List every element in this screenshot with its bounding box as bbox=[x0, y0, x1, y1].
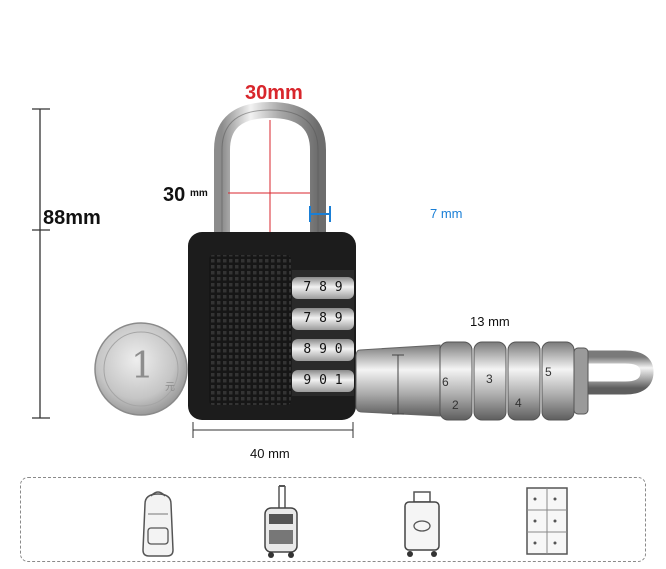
luggage-icon bbox=[397, 484, 447, 560]
total-height-label: 88mm bbox=[43, 207, 101, 229]
coin-value-glyph: 1 bbox=[131, 346, 154, 387]
dial-row[interactable]: 7 8 9 bbox=[292, 277, 354, 299]
body-thickness-label: 13 mm bbox=[470, 314, 510, 329]
dial-digits: 7 8 9 bbox=[303, 311, 343, 326]
total-height-dimension-line bbox=[32, 108, 50, 419]
dial-digits: 8 9 0 bbox=[303, 342, 343, 357]
dial-digits: 9 0 1 bbox=[303, 373, 343, 388]
side-lock-dials bbox=[439, 341, 589, 421]
body-width-dimension-line bbox=[192, 422, 354, 438]
shackle-thickness-label: 7 mm bbox=[430, 206, 463, 221]
coin-yuan-glyph: 元 bbox=[165, 382, 175, 393]
side-dial-digit: 5 bbox=[545, 365, 552, 379]
dial-row[interactable]: 7 8 9 bbox=[292, 308, 354, 330]
shackle-width-label: 30mm bbox=[245, 82, 303, 104]
shackle-height-value: 30 bbox=[163, 184, 186, 206]
side-dial-digit: 3 bbox=[486, 372, 493, 386]
coin bbox=[94, 322, 188, 416]
dial-row[interactable]: 8 9 0 bbox=[292, 339, 354, 361]
side-dial-digit: 2 bbox=[452, 398, 459, 412]
usage-icons-panel bbox=[20, 477, 646, 562]
shackle-height-unit: mm bbox=[190, 188, 208, 199]
shackle-thickness-marker bbox=[309, 206, 331, 222]
locker-cabinet-icon bbox=[521, 484, 571, 560]
backpack-icon bbox=[133, 484, 183, 560]
dial-row[interactable]: 9 0 1 bbox=[292, 370, 354, 392]
body-width-label: 40 mm bbox=[250, 446, 290, 461]
padlock-scene bbox=[32, 101, 654, 438]
side-dial-digit: 6 bbox=[442, 375, 449, 389]
side-lock-shackle bbox=[585, 350, 654, 395]
side-lock-thickness-line bbox=[392, 354, 404, 415]
dial-digits: 7 8 9 bbox=[303, 280, 343, 295]
rolling-suitcase-icon bbox=[257, 484, 307, 560]
side-dial-digit: 4 bbox=[515, 396, 522, 410]
